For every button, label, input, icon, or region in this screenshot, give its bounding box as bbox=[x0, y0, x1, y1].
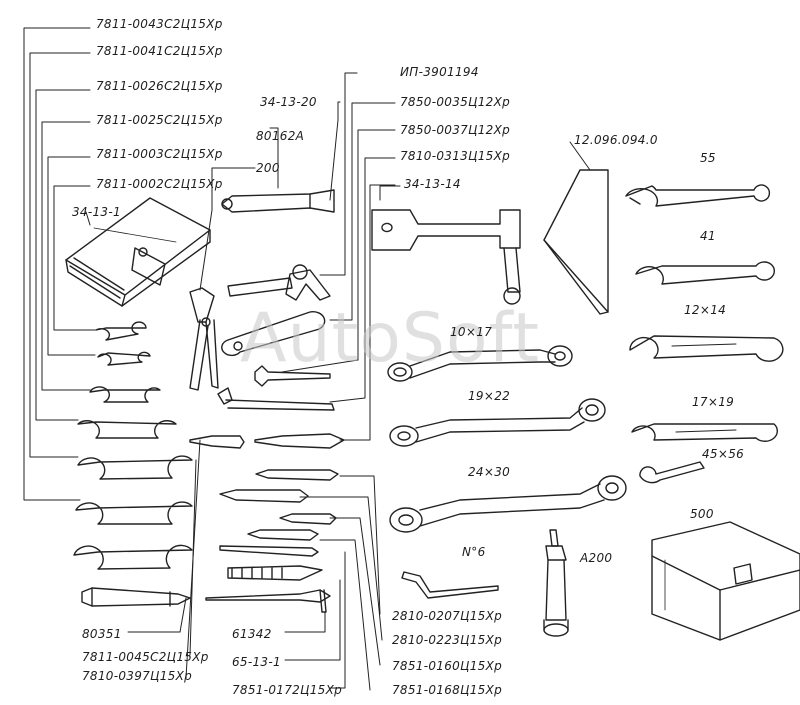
part-number-label: 7851-0168Ц15Хр bbox=[392, 683, 503, 697]
tool-pouch bbox=[65, 197, 211, 307]
leader-lines-bottom bbox=[127, 439, 383, 691]
part-number-label: 200 bbox=[256, 161, 280, 175]
hex-key bbox=[401, 571, 499, 599]
part-number-label: 7810-0313Ц15Хр bbox=[400, 149, 511, 163]
part-number-label: 34-13-1 bbox=[72, 205, 121, 219]
wheel-chock bbox=[543, 169, 609, 315]
spanner-stack-left bbox=[73, 321, 193, 607]
part-number-label: 12.096.094.0 bbox=[574, 133, 658, 147]
part-number-label: 7811-0025С2Ц15Хр bbox=[96, 113, 223, 127]
size-label: 45×56 bbox=[702, 447, 745, 461]
part-number-label: 34-13-20 bbox=[260, 95, 317, 109]
part-number-label: 7851-0160Ц15Хр bbox=[392, 659, 503, 673]
size-label: 500 bbox=[690, 507, 714, 521]
part-number-label: 7811-0026С2Ц15Хр bbox=[96, 79, 223, 93]
hammer-tool bbox=[217, 387, 335, 411]
ring-spanner-24x30 bbox=[389, 475, 627, 533]
part-number-label: 7850-0037Ц12Хр bbox=[400, 123, 511, 137]
hook-spanner-45x56 bbox=[639, 461, 705, 484]
part-number-label: ИП-3901194 bbox=[400, 65, 479, 79]
offset-spanner-small bbox=[221, 310, 326, 357]
ring-spanner-19x22 bbox=[389, 398, 606, 447]
part-number-label: 7811-0003С2Ц15Хр bbox=[96, 147, 223, 161]
wheel-nut-wrench bbox=[371, 209, 521, 305]
leader-lines-left bbox=[23, 27, 591, 501]
part-number-label: 7811-0002С2Ц15Хр bbox=[96, 177, 223, 191]
part-number-label: 2810-0207Ц15Хр bbox=[392, 609, 503, 623]
size-label: 41 bbox=[700, 229, 716, 243]
spanner-17x19 bbox=[631, 423, 778, 442]
size-label: 17×19 bbox=[692, 395, 735, 409]
part-number-label: 80162А bbox=[256, 129, 305, 143]
grease-gun bbox=[543, 529, 569, 637]
spanner-12x14 bbox=[629, 335, 784, 362]
part-number-label: 34-13-14 bbox=[404, 177, 461, 191]
size-label: 12×14 bbox=[684, 303, 727, 317]
ring-spanner-10x17 bbox=[387, 345, 573, 382]
size-label: A200 bbox=[580, 551, 613, 565]
part-number-label: 7811-0045С2Ц15Хр bbox=[82, 650, 209, 664]
size-label: 19×22 bbox=[468, 389, 511, 403]
part-number-label: 61342 bbox=[232, 627, 272, 641]
size-label: N°6 bbox=[462, 545, 486, 559]
watermark: AutoSoft bbox=[240, 299, 541, 378]
screwdriver-handle bbox=[189, 433, 345, 449]
screwdriver-long bbox=[205, 565, 331, 613]
spanner-41 bbox=[635, 261, 776, 285]
screwdriver-short bbox=[254, 365, 331, 387]
size-label: 24×30 bbox=[468, 465, 511, 479]
part-number-label: 2810-0223Ц15Хр bbox=[392, 633, 503, 647]
pliers bbox=[189, 287, 219, 391]
part-number-label: 7811-0041С2Ц15Хр bbox=[96, 44, 223, 58]
drift-punches bbox=[219, 469, 339, 557]
part-number-label: 7851-0172Ц15Хр bbox=[232, 683, 343, 697]
part-number-label: 65-13-1 bbox=[232, 655, 281, 669]
part-number-label: 80351 bbox=[82, 627, 122, 641]
part-number-label: 7850-0035Ц12Хр bbox=[400, 95, 511, 109]
size-label: 55 bbox=[700, 151, 716, 165]
part-number-label: 7810-0397Ц15Хр bbox=[82, 669, 193, 683]
tool-box bbox=[651, 521, 800, 641]
part-number-label: 7811-0043С2Ц15Хр bbox=[96, 17, 223, 31]
box-wrench-bar bbox=[221, 189, 335, 213]
spanner-55 bbox=[625, 184, 771, 207]
puller-tool bbox=[227, 264, 331, 301]
size-label: 10×17 bbox=[450, 325, 493, 339]
